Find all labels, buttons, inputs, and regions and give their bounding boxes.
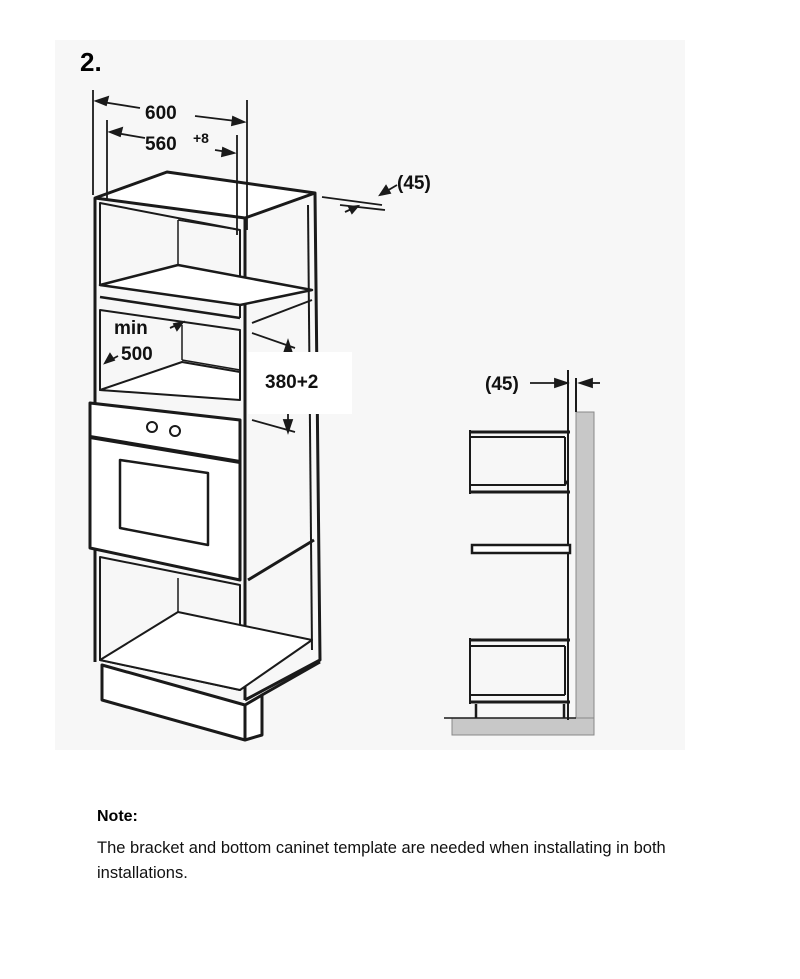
dimension-width-outer: 600 bbox=[145, 103, 177, 124]
tall-cabinet bbox=[88, 170, 322, 742]
tall-cabinet-dimension-lines bbox=[92, 90, 398, 435]
dimension-width-inner-tolerance: +8 bbox=[193, 130, 209, 146]
step-number: 2. bbox=[80, 47, 102, 77]
dimension-min-label: min bbox=[114, 318, 148, 339]
wall bbox=[575, 411, 595, 719]
side-view-dimension-lines bbox=[530, 377, 600, 389]
note-text: The bracket and bottom caninet template … bbox=[97, 839, 666, 882]
installation-diagram: 2. bbox=[80, 47, 600, 742]
side-view bbox=[444, 370, 595, 736]
niche-height-label-box bbox=[248, 352, 352, 414]
floor bbox=[451, 717, 595, 736]
note-heading: Note: bbox=[97, 808, 138, 825]
dimension-niche-height: 380+2 bbox=[265, 372, 318, 393]
dimension-min-depth: 500 bbox=[121, 344, 153, 365]
dimension-width-inner: 560 bbox=[145, 134, 177, 155]
dimension-rear-gap: (45) bbox=[397, 173, 431, 194]
side-view-gap-label: (45) bbox=[485, 374, 519, 395]
